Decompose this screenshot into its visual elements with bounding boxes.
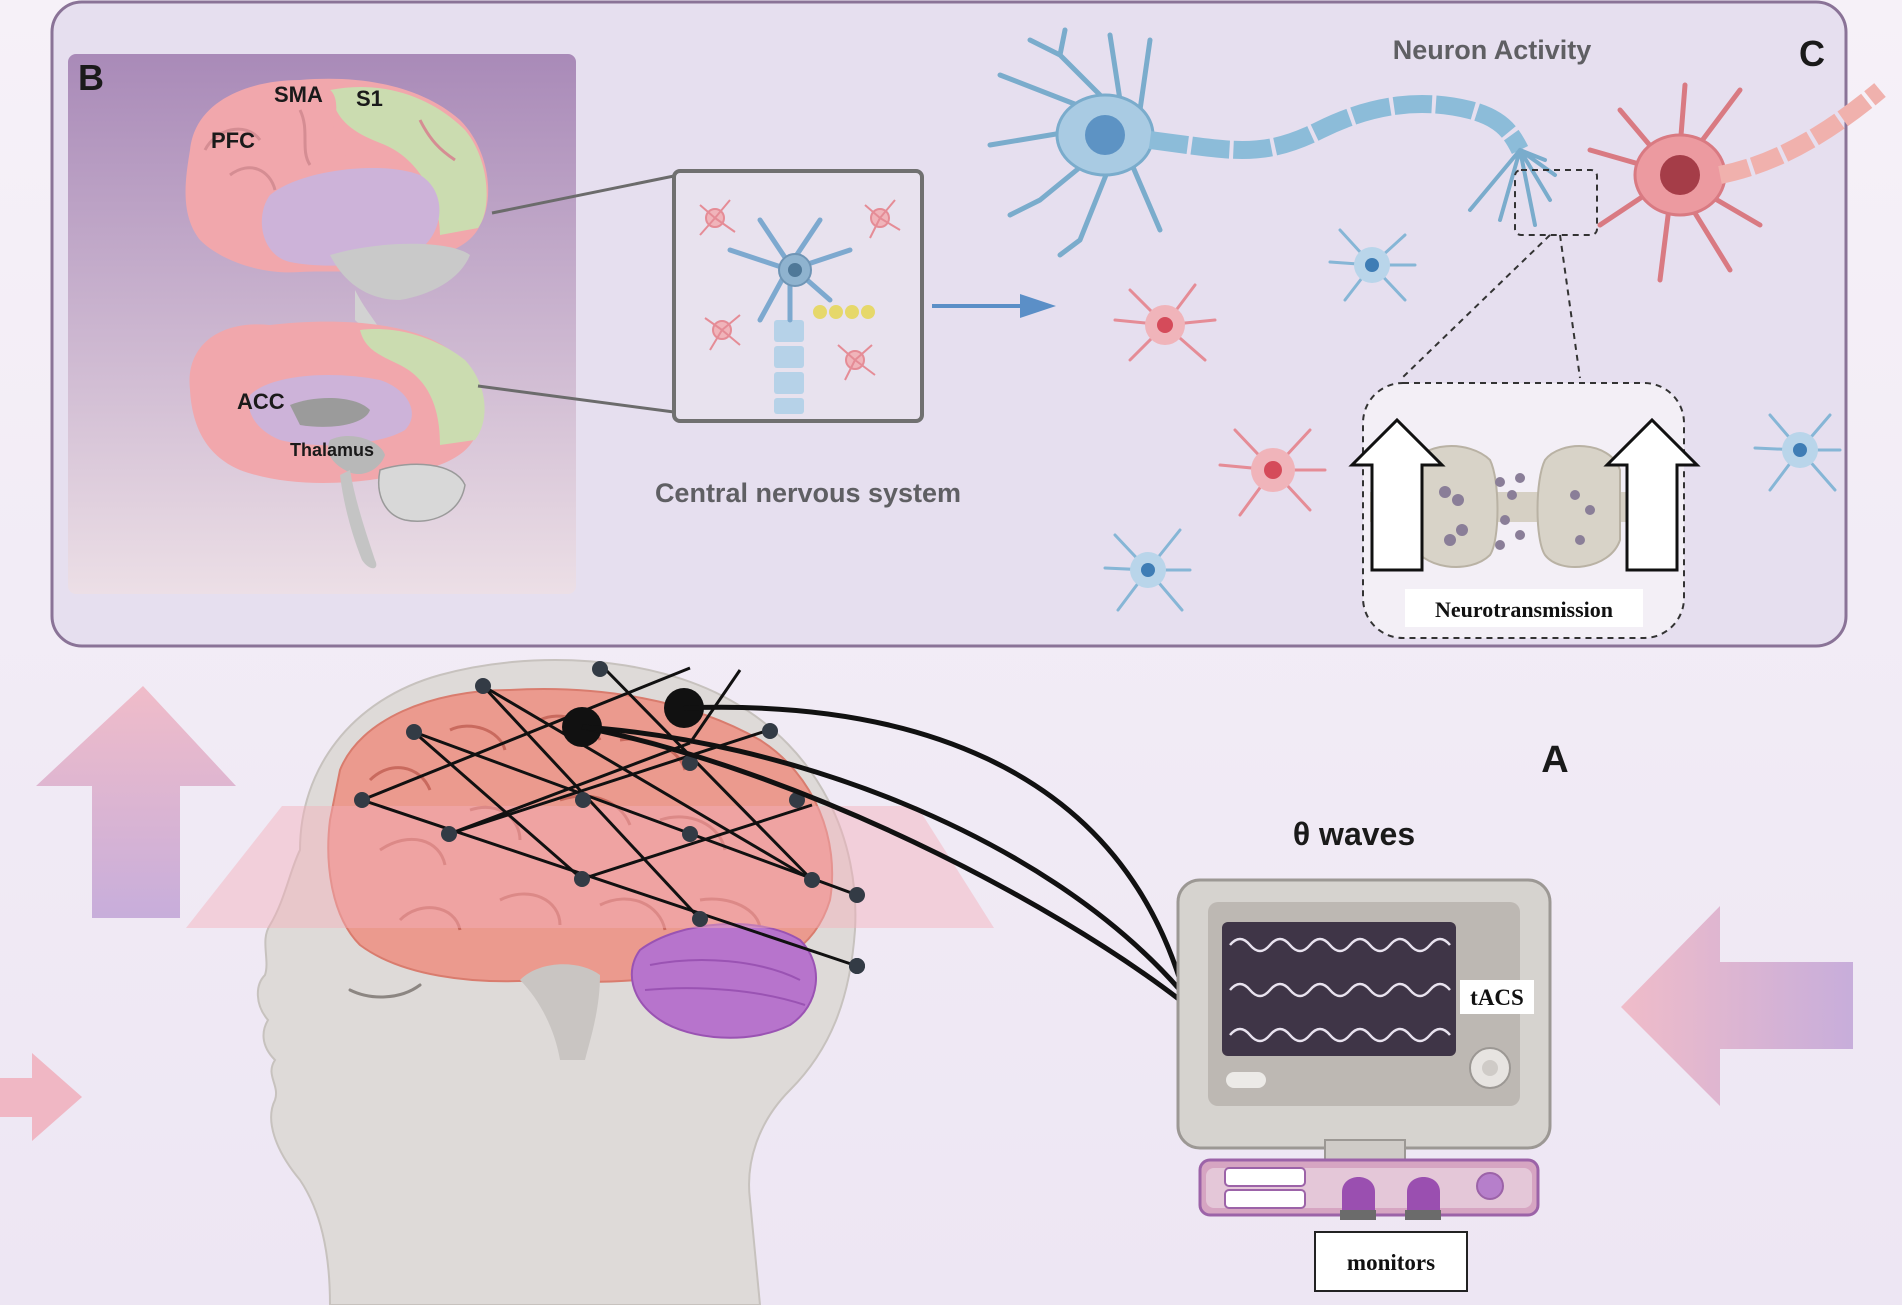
axial-plane	[186, 806, 994, 928]
electrode-grid	[361, 666, 858, 968]
electrode-icon	[682, 755, 698, 771]
region-label-s1: S1	[356, 86, 383, 111]
electrode-icon	[406, 724, 422, 740]
cns-zoom-box	[672, 169, 924, 423]
cns-caption: Central nervous system	[655, 478, 961, 508]
connector-line	[491, 174, 675, 215]
panel-c-title: Neuron Activity	[1393, 35, 1592, 65]
electrode-icon	[574, 871, 590, 887]
arrow-up-icon	[36, 686, 236, 918]
neurotransmission-label: Neurotransmission	[1435, 597, 1613, 622]
theta-waves-label: θ waves	[1293, 816, 1415, 852]
electrode-icon	[849, 958, 865, 974]
top-panel: B SMA S1 PFC ACC Thalamus	[50, 0, 1886, 648]
medial-brain	[189, 321, 485, 569]
panel-letter-a: A	[1541, 739, 1568, 781]
neurotransmission-inset: Neurotransmission	[1348, 382, 1701, 639]
blue-arrow-icon	[932, 294, 1056, 318]
electrode-icon	[575, 792, 591, 808]
electrode-icon	[789, 792, 805, 808]
panel-a: tACS monitors θ waves A	[0, 659, 1853, 1305]
electrode-icon	[441, 826, 457, 842]
tacs-label: tACS	[1470, 985, 1524, 1010]
electrode-icon	[354, 792, 370, 808]
region-label-acc: ACC	[237, 389, 285, 414]
region-label-sma: SMA	[274, 82, 323, 107]
electrode-icon	[762, 723, 778, 739]
monitors-unit: monitors	[1198, 1158, 1540, 1292]
electrode-icon	[682, 826, 698, 842]
lateral-brain	[185, 78, 489, 331]
connector-line	[477, 384, 675, 414]
monitors-label: monitors	[1347, 1250, 1435, 1275]
cables	[581, 704, 1183, 1002]
electrode-icon	[592, 661, 608, 677]
red-neuron	[1587, 82, 1886, 283]
tacs-device: tACS	[1176, 878, 1552, 1161]
panel-letter-c: C	[1799, 33, 1825, 74]
panel-b: B SMA S1 PFC ACC Thalamus	[68, 54, 675, 594]
electrode-icon	[804, 872, 820, 888]
electrode-icon	[692, 911, 708, 927]
arrow-right-icon	[0, 1053, 82, 1141]
region-label-thalamus: Thalamus	[290, 440, 374, 460]
arrow-left-icon	[1621, 906, 1853, 1106]
panel-letter-b: B	[78, 57, 104, 98]
electrode-icon	[849, 887, 865, 903]
panel-c: Neuron Activity C	[987, 27, 1886, 639]
region-label-pfc: PFC	[211, 128, 255, 153]
blue-neuron	[987, 27, 1557, 258]
electrode-icon	[475, 678, 491, 694]
